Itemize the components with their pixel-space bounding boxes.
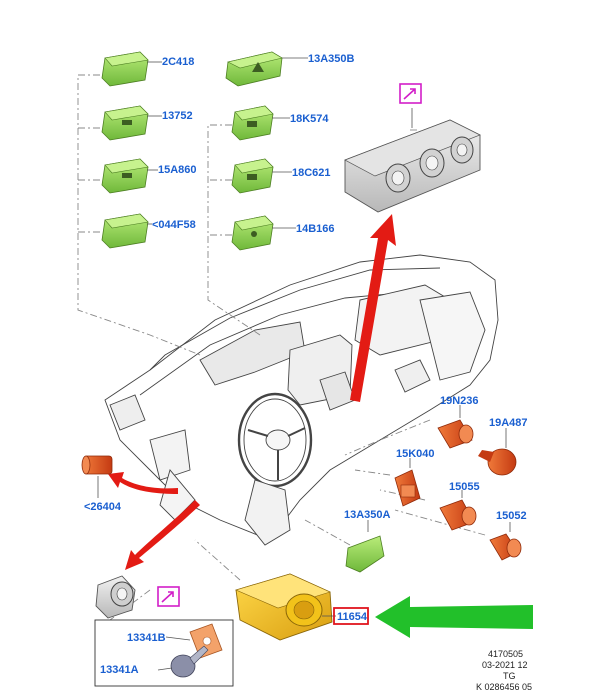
- footer-line-4: K 0286456 05: [476, 682, 532, 692]
- label-19n236: 19N236: [440, 395, 479, 407]
- label-15a860: 15A860: [158, 164, 197, 176]
- label-13341b: 13341B: [127, 632, 166, 644]
- switch-14b166: [231, 215, 296, 251]
- label-11654: 11654: [337, 611, 368, 623]
- label-15052: 15052: [496, 510, 527, 522]
- part-15k040: [394, 458, 421, 507]
- label-2c418: 2C418: [162, 56, 194, 68]
- switch-13a350a: [345, 520, 385, 573]
- label-15055: 15055: [449, 481, 480, 493]
- red-arrow-to-left-switch: [108, 472, 178, 494]
- switch-13a350b: [225, 51, 308, 87]
- ignition-lock-housing: [95, 575, 136, 619]
- label-13a350a: 13A350A: [344, 509, 391, 521]
- label-18k574: 18K574: [290, 113, 329, 125]
- part-15052: [489, 522, 522, 561]
- part-15055: [439, 490, 477, 531]
- label-13a350b: 13A350B: [308, 53, 355, 65]
- part-labels: 2C418 13A350B 13752 18K574 15A860 18C621…: [84, 53, 528, 676]
- switch-18k574: [231, 105, 290, 141]
- part-19n236: [437, 405, 474, 449]
- reference-footer: 4170505 03-2021 12 TG K 0286456 05: [476, 649, 532, 692]
- highlight-box-11654: [333, 607, 369, 625]
- green-arrow: [375, 596, 533, 638]
- switch-18c621: [231, 158, 292, 194]
- switch-2c418: [101, 51, 162, 87]
- label-26404: <26404: [84, 501, 122, 513]
- label-14b166: 14B166: [296, 223, 335, 235]
- switch-13752: [101, 105, 162, 141]
- footer-line-3: TG: [503, 671, 516, 681]
- label-18c621: 18C621: [292, 167, 331, 179]
- label-19a487: 19A487: [489, 417, 528, 429]
- footer-line-2: 03-2021 12: [482, 660, 528, 670]
- label-044f58: <044F58: [152, 219, 196, 231]
- climate-control-panel: [344, 108, 481, 213]
- key-inset-box: [94, 619, 234, 687]
- red-arrow-to-ignition: [125, 500, 200, 570]
- magenta-callout-ignition: [157, 586, 180, 607]
- headlamp-switch-11654: [235, 573, 336, 641]
- footer-line-1: 4170505: [488, 649, 523, 659]
- label-13341a: 13341A: [100, 664, 139, 676]
- dashboard-panel-drawing: [104, 254, 499, 546]
- label-13752: 13752: [162, 110, 193, 122]
- red-arrow-to-panel: [350, 214, 396, 402]
- switch-15a860: [101, 158, 158, 194]
- part-26404: [81, 455, 113, 498]
- part-19a487: [478, 428, 517, 476]
- magenta-callout-panel: [399, 83, 422, 104]
- label-15k040: 15K040: [396, 448, 435, 460]
- switch-044f58: [101, 213, 152, 249]
